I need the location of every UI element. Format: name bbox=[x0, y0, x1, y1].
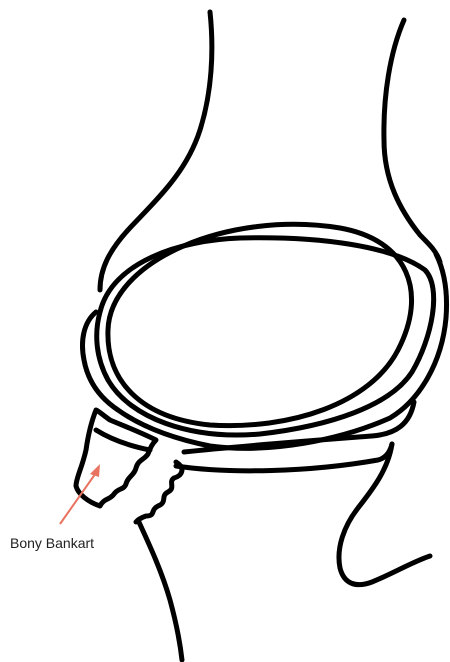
bony-bankart-label: Bony Bankart bbox=[10, 535, 94, 551]
humerus-right-outline bbox=[384, 20, 440, 262]
humerus-left-outline bbox=[100, 12, 212, 290]
labrum-outer-ring bbox=[83, 254, 447, 448]
glenoid-fracture-edge bbox=[136, 462, 182, 522]
scapula-left-outline bbox=[138, 520, 182, 660]
annotation-arrowhead bbox=[90, 464, 100, 477]
